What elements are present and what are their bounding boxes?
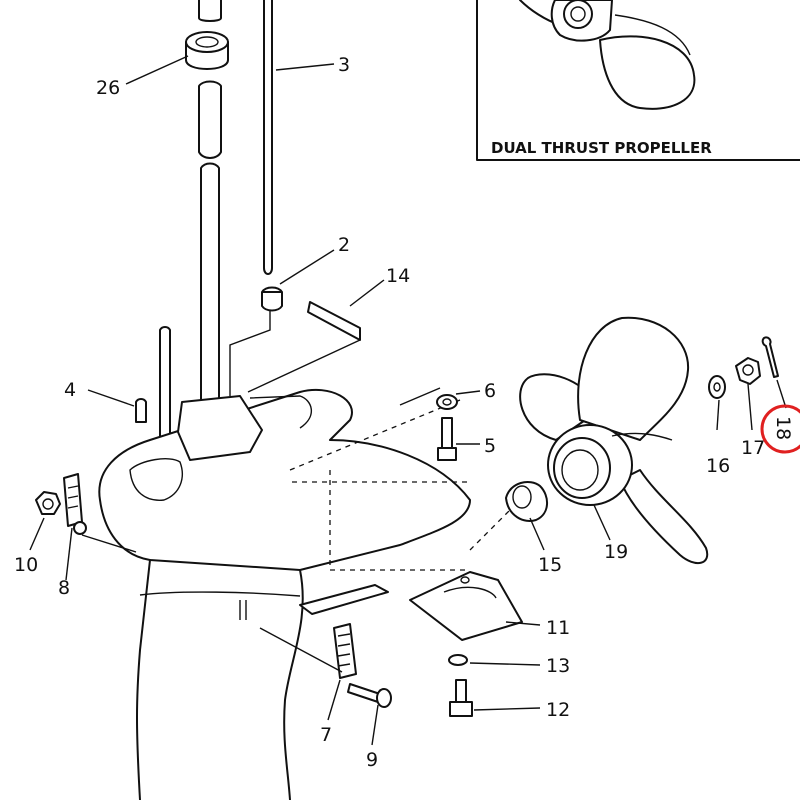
leader-lines: [29, 55, 787, 746]
part-26-sleeve: [185, 31, 229, 70]
callout-10: 10: [14, 554, 38, 576]
part-16-washer: [708, 375, 726, 399]
propeller-blade-bottom: [619, 469, 709, 564]
propeller-shaft: [299, 584, 389, 615]
callout-8: 8: [58, 577, 70, 599]
callout-18: 18: [772, 416, 794, 440]
callout-14: 14: [386, 265, 410, 287]
part-2-bushing: [261, 286, 283, 312]
callout-15: 15: [538, 554, 562, 576]
drive-shaft-lower: [200, 162, 220, 411]
part-10-nut: [35, 491, 61, 515]
drive-shaft-assembly: [135, 0, 361, 489]
part-17-castle-nut: [735, 357, 761, 385]
part-18-cotter-pin: [761, 336, 779, 378]
part-5-bolt: [437, 417, 457, 461]
drive-shaft-middle: [198, 80, 222, 159]
callout-12: 12: [546, 699, 570, 721]
part-13-washer: [448, 654, 468, 666]
inset-propeller-drawing: [519, 0, 696, 110]
callout-5: 5: [484, 435, 496, 457]
dual-thrust-propeller-inset: DUAL THRUST PROPELLER: [476, 0, 800, 161]
inset-caption: DUAL THRUST PROPELLER: [491, 139, 712, 157]
callout-labels: 26 3 2 14 4 6 5 10 8 15 19 16 17 18 11 1…: [14, 54, 800, 771]
part-19-propeller: [519, 316, 709, 564]
propeller-hub-bore: [553, 437, 611, 499]
lower-casing: [98, 388, 511, 801]
callout-7: 7: [320, 724, 332, 746]
callout-19: 19: [604, 541, 628, 563]
part-12-bolt: [449, 679, 473, 717]
callout-2: 2: [338, 234, 350, 256]
inset-frame: [476, 0, 800, 161]
casing-water-pump-seat: [177, 395, 263, 461]
callout-9: 9: [366, 749, 378, 771]
part-7-plate: [333, 623, 357, 679]
propeller-blade-top: [577, 316, 690, 441]
drive-shaft-top: [198, 0, 222, 22]
casing-top-flange: [98, 388, 471, 571]
callout-18-highlight-circle: [760, 404, 800, 454]
callout-11: 11: [546, 617, 570, 639]
part-14-strip: [307, 301, 361, 341]
callout-6: 6: [484, 380, 496, 402]
callout-17: 17: [741, 437, 765, 459]
callout-4: 4: [64, 379, 76, 401]
callout-3: 3: [338, 54, 350, 76]
casing-left-wall: [136, 559, 151, 801]
part-8-plate: [63, 473, 87, 535]
callout-13: 13: [546, 655, 570, 677]
part-4-dowel-pin: [135, 398, 147, 423]
callout-26: 26: [96, 77, 120, 99]
part-11-anode: [409, 571, 523, 641]
part-6-washer: [436, 394, 458, 410]
casing-right-wall: [283, 569, 304, 801]
part-9-screw: [347, 683, 392, 708]
part-15-bushing: [505, 481, 548, 522]
callout-16: 16: [706, 455, 730, 477]
part-3-shift-rod: [263, 0, 273, 275]
